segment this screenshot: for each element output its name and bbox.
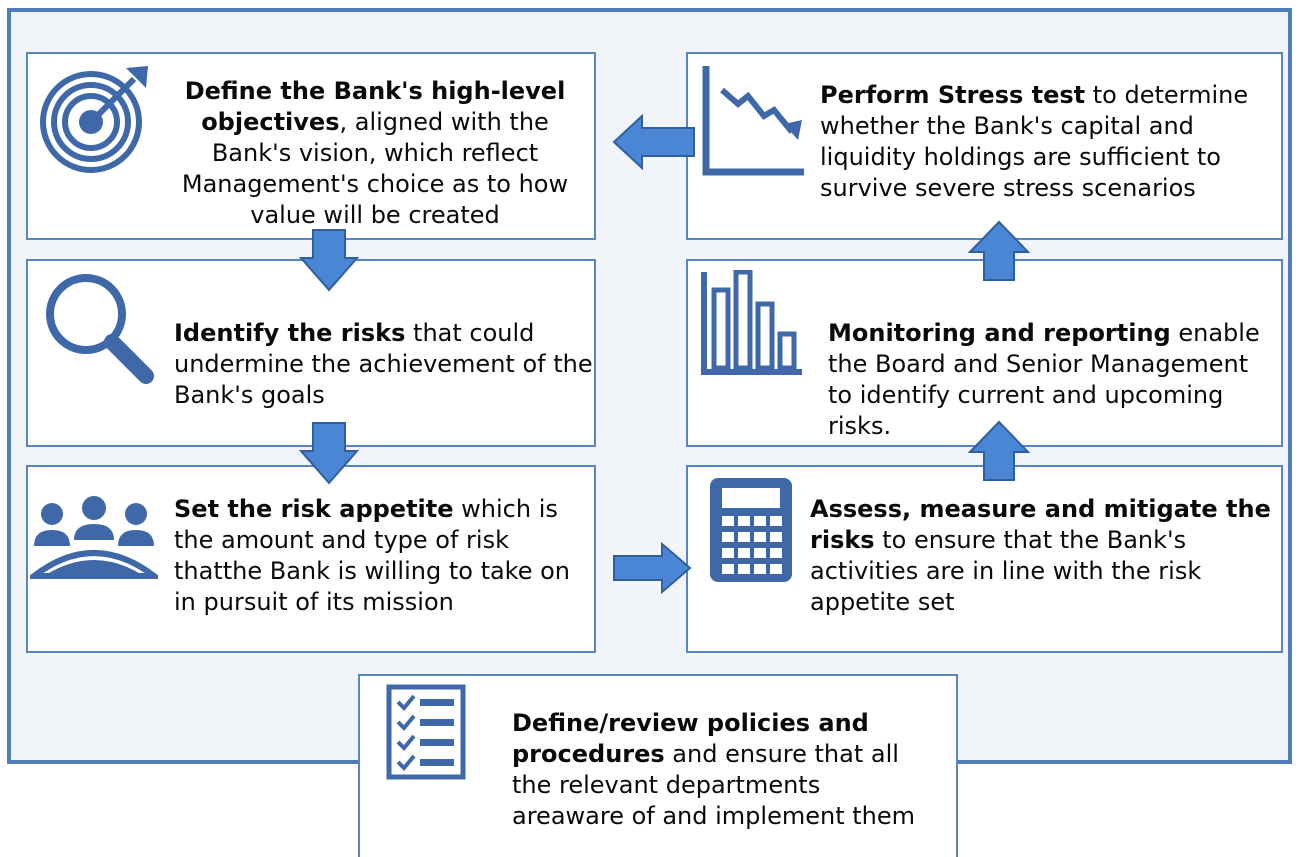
- arrow-down: [299, 229, 359, 292]
- step-title: Identify the risks: [174, 319, 406, 347]
- arrow-down: [299, 422, 359, 485]
- step-text-appetite: Set the risk appetite which is the amoun…: [174, 494, 594, 618]
- step-title: Set the risk appetite: [174, 495, 454, 523]
- step-description: which is the amount and type of risk tha…: [174, 495, 571, 616]
- arrow-up: [968, 420, 1030, 481]
- step-text-assess: Assess, measure and mitigate the risks t…: [810, 494, 1280, 618]
- step-description: to ensure that the Bank's activities are…: [810, 526, 1202, 616]
- calculator-icon: [710, 478, 792, 582]
- step-text-monitoring: Monitoring and reporting enable the Boar…: [828, 318, 1278, 442]
- step-description: that could undermine the achievement of …: [174, 319, 593, 409]
- step-title: Define/review policies and procedures: [512, 709, 869, 768]
- step-title: Perform Stress test: [820, 81, 1086, 109]
- arrow-up: [968, 220, 1030, 281]
- step-text-objectives: Define the Bank's high-level objectives,…: [160, 76, 590, 231]
- step-text-identify: Identify the risks that could undermine …: [174, 318, 594, 411]
- step-box-monitoring: [686, 259, 1283, 447]
- arrow-right: [613, 542, 692, 594]
- step-description: , aligned with the Bank's vision, which …: [181, 108, 569, 229]
- step-description: enable the Board and Senior Management t…: [828, 319, 1260, 440]
- step-title: Assess, measure and mitigate the risks: [810, 495, 1271, 554]
- step-box-stress: [686, 52, 1283, 240]
- declining-chart-icon: [702, 66, 804, 176]
- arrow-left: [612, 114, 695, 170]
- magnifier-icon: [46, 274, 154, 384]
- step-text-policies: Define/review policies and procedures an…: [512, 708, 932, 832]
- step-title: Define the Bank's high-level objectives: [184, 77, 566, 136]
- step-text-stress: Perform Stress test to determine whether…: [820, 80, 1280, 204]
- step-description: and ensure that all the relevant departm…: [512, 740, 916, 830]
- step-box-policies: [358, 674, 958, 857]
- step-description: to determine whether the Bank's capital …: [820, 81, 1249, 202]
- target-icon: [40, 66, 148, 173]
- people-icon: [30, 496, 158, 579]
- bar-chart-icon: [701, 270, 802, 375]
- step-title: Monitoring and reporting: [828, 319, 1171, 347]
- checklist-icon: [386, 684, 466, 780]
